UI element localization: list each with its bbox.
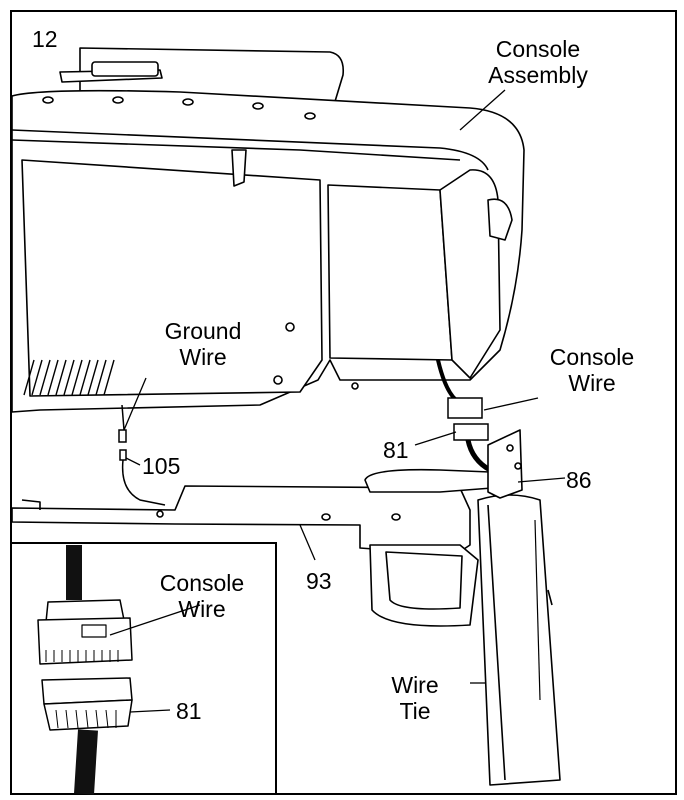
label-wire-tie-line2: Tie — [399, 698, 431, 724]
label-ground-wire-line2: Wire — [179, 344, 227, 370]
inset-label-console-wire: Console Wire — [142, 570, 262, 622]
leader-lines — [109, 89, 566, 713]
part-86-upright — [364, 429, 561, 786]
step-number: 12 — [32, 26, 58, 52]
inset-label-part-81: 81 — [176, 698, 202, 724]
label-part-86: 86 — [566, 467, 592, 493]
inset-label-console-wire-line1: Console — [159, 570, 245, 596]
label-console-wire-line1: Console — [549, 344, 635, 370]
inset-connector-drawing — [37, 545, 133, 795]
inset-label-console-wire-line2: Wire — [178, 596, 226, 622]
label-console-assembly-line2: Assembly — [488, 62, 588, 88]
label-console-assembly: Console Assembly — [478, 36, 598, 88]
inset-frame — [10, 542, 277, 795]
label-ground-wire: Ground Wire — [148, 318, 258, 370]
ground-wire-drawing — [118, 404, 166, 506]
label-wire-tie-line1: Wire — [391, 672, 439, 698]
label-part-105: 105 — [142, 453, 181, 479]
label-wire-tie: Wire Tie — [370, 672, 460, 724]
vent-slots — [23, 359, 115, 396]
label-part-93: 93 — [306, 568, 332, 594]
label-console-wire-line2: Wire — [568, 370, 616, 396]
label-console-assembly-line1: Console — [495, 36, 581, 62]
label-part-81: 81 — [383, 437, 409, 463]
label-console-wire: Console Wire — [532, 344, 652, 396]
label-ground-wire-line1: Ground — [164, 318, 242, 344]
console-assembly-drawing — [11, 47, 525, 413]
outer-frame — [10, 10, 677, 795]
